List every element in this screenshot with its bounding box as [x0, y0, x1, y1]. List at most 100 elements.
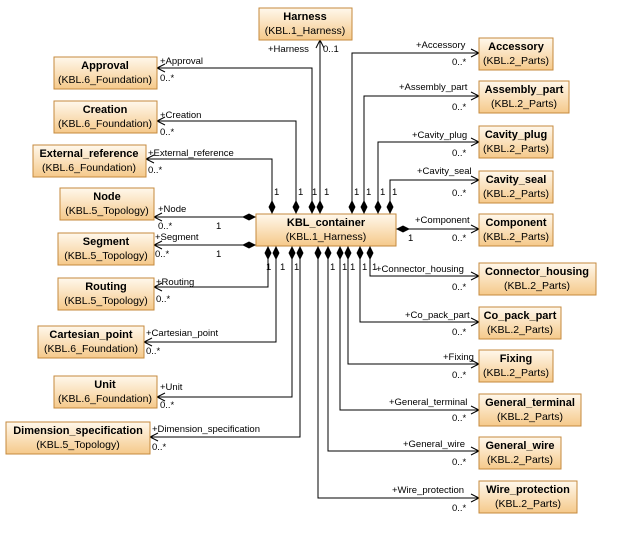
- multiplicity-label: 1: [330, 262, 335, 273]
- multiplicity-label: 0..*: [148, 165, 163, 176]
- composition-diamond: [360, 200, 368, 214]
- class-routing[interactable]: Routing (KBL.5_Topology): [57, 277, 155, 311]
- class-wire-protection[interactable]: Wire_protection (KBL.2_Parts): [478, 480, 578, 514]
- composition-diamond: [296, 246, 304, 260]
- class-kbl-container[interactable]: KBL_container (KBL.1_Harness): [255, 213, 397, 247]
- role-label: +Assembly_part: [399, 82, 468, 93]
- assoc-cartesian-point: +Cartesian_point 0..* 1: [142, 246, 285, 357]
- role-label: +Wire_protection: [392, 485, 464, 496]
- class-package: (KBL.2_Parts): [504, 280, 570, 292]
- class-package: (KBL.5_Topology): [65, 205, 148, 217]
- class-general-wire[interactable]: General_wire (KBL.2_Parts): [478, 436, 562, 470]
- class-dimension-specification[interactable]: Dimension_specification (KBL.5_Topology): [5, 421, 151, 455]
- multiplicity-label: 1: [350, 262, 355, 273]
- multiplicity-label: 1: [362, 262, 367, 273]
- class-external-reference[interactable]: External_reference (KBL.6_Foundation): [32, 144, 147, 178]
- role-label: +Cartesian_point: [146, 328, 218, 339]
- multiplicity-label: 1: [280, 262, 285, 273]
- class-creation[interactable]: Creation (KBL.6_Foundation): [53, 100, 158, 134]
- classes: KBL_container (KBL.1_Harness) Harness (K…: [5, 7, 597, 514]
- role-label: +External_reference: [148, 148, 234, 159]
- associations: +Harness 0..1 1 +Approval 0..* 1 +Creati…: [142, 38, 481, 514]
- composition-diamond: [356, 246, 364, 260]
- class-package: (KBL.2_Parts): [495, 498, 561, 510]
- composition-diamond: [316, 200, 324, 214]
- class-name: Fixing: [500, 353, 532, 365]
- role-label: +Connector_housing: [376, 264, 464, 275]
- class-name: Assembly_part: [485, 84, 564, 96]
- role-label: +Cavity_seal: [417, 166, 472, 177]
- class-package: (KBL.1_Harness): [286, 231, 367, 243]
- role-label: +Node: [158, 204, 186, 215]
- composition-diamond: [314, 246, 322, 260]
- class-package: (KBL.2_Parts): [483, 231, 549, 243]
- class-cavity-plug[interactable]: Cavity_plug (KBL.2_Parts): [478, 125, 554, 159]
- class-accessory[interactable]: Accessory (KBL.2_Parts): [478, 37, 554, 71]
- class-harness[interactable]: Harness (KBL.1_Harness): [258, 7, 353, 41]
- class-segment[interactable]: Segment (KBL.5_Topology): [57, 232, 155, 266]
- composition-diamond: [348, 200, 356, 214]
- class-fixing[interactable]: Fixing (KBL.2_Parts): [478, 349, 554, 383]
- composition-diamond: [288, 246, 296, 260]
- class-general-terminal[interactable]: General_terminal (KBL.2_Parts): [478, 393, 582, 427]
- class-package: (KBL.2_Parts): [483, 188, 549, 200]
- class-approval[interactable]: Approval (KBL.6_Foundation): [53, 56, 158, 90]
- composition-diamond: [386, 200, 394, 214]
- multiplicity-label: 1: [380, 187, 385, 198]
- class-connector-housing[interactable]: Connector_housing (KBL.2_Parts): [478, 262, 597, 296]
- role-label: +Segment: [155, 232, 199, 243]
- class-package: (KBL.6_Foundation): [58, 393, 152, 405]
- multiplicity-label: 0..*: [146, 346, 161, 357]
- class-package: (KBL.2_Parts): [487, 324, 553, 336]
- multiplicity-label: 1: [342, 262, 347, 273]
- class-name: KBL_container: [287, 217, 366, 229]
- multiplicity-label: 0..*: [152, 442, 167, 453]
- class-co-pack-part[interactable]: Co_pack_part (KBL.2_Parts): [478, 306, 562, 340]
- multiplicity-label: 0..*: [452, 503, 467, 514]
- multiplicity-label: 1: [354, 187, 359, 198]
- multiplicity-label: 0..*: [452, 148, 467, 159]
- role-label: +Cavity_plug: [412, 130, 467, 141]
- class-name: Creation: [83, 104, 128, 116]
- class-component[interactable]: Component (KBL.2_Parts): [478, 213, 554, 247]
- multiplicity-label: 0..*: [452, 457, 467, 468]
- composition-diamond: [366, 246, 374, 260]
- class-name: Co_pack_part: [484, 310, 557, 322]
- role-label: +Harness: [268, 44, 309, 55]
- class-name: External_reference: [39, 148, 138, 160]
- multiplicity-label: 1: [324, 187, 329, 198]
- multiplicity-label: 0..*: [452, 233, 467, 244]
- multiplicity-label: 0..1: [323, 44, 339, 55]
- multiplicity-label: 1: [366, 187, 371, 198]
- composition-diamond: [324, 246, 332, 260]
- class-package: (KBL.1_Harness): [265, 25, 346, 37]
- class-node[interactable]: Node (KBL.5_Topology): [59, 187, 155, 221]
- role-label: +General_wire: [403, 439, 465, 450]
- multiplicity-label: 0..*: [160, 127, 175, 138]
- assoc-co-pack-part: +Co_pack_part 0..* 1: [356, 246, 481, 338]
- class-name: Approval: [81, 60, 129, 72]
- class-name: General_wire: [485, 440, 554, 452]
- assoc-cavity-plug: +Cavity_plug 0..* 1: [374, 130, 481, 214]
- class-cavity-seal[interactable]: Cavity_seal (KBL.2_Parts): [478, 170, 554, 204]
- multiplicity-label: 0..*: [158, 221, 173, 232]
- class-unit[interactable]: Unit (KBL.6_Foundation): [53, 375, 158, 409]
- assoc-wire-protection: +Wire_protection 0..*: [314, 246, 481, 514]
- class-name: Dimension_specification: [13, 425, 143, 437]
- class-package: (KBL.2_Parts): [497, 411, 563, 423]
- assoc-creation: +Creation 0..* 1: [155, 110, 303, 214]
- multiplicity-label: 0..*: [452, 370, 467, 381]
- multiplicity-label: 1: [216, 249, 221, 260]
- assoc-cavity-seal: +Cavity_seal 0..* 1: [386, 166, 481, 214]
- class-package: (KBL.5_Topology): [36, 439, 119, 451]
- multiplicity-label: 0..*: [156, 294, 171, 305]
- class-package: (KBL.5_Topology): [64, 295, 147, 307]
- class-name: Cavity_seal: [486, 174, 547, 186]
- class-name: Wire_protection: [486, 484, 570, 496]
- class-assembly-part[interactable]: Assembly_part (KBL.2_Parts): [478, 80, 570, 114]
- assoc-fixing: +Fixing 0..* 1: [344, 246, 481, 381]
- class-name: Node: [93, 191, 121, 203]
- class-name: Harness: [283, 11, 326, 23]
- composition-diamond: [272, 246, 280, 260]
- class-cartesian-point[interactable]: Cartesian_point (KBL.6_Foundation): [37, 325, 145, 359]
